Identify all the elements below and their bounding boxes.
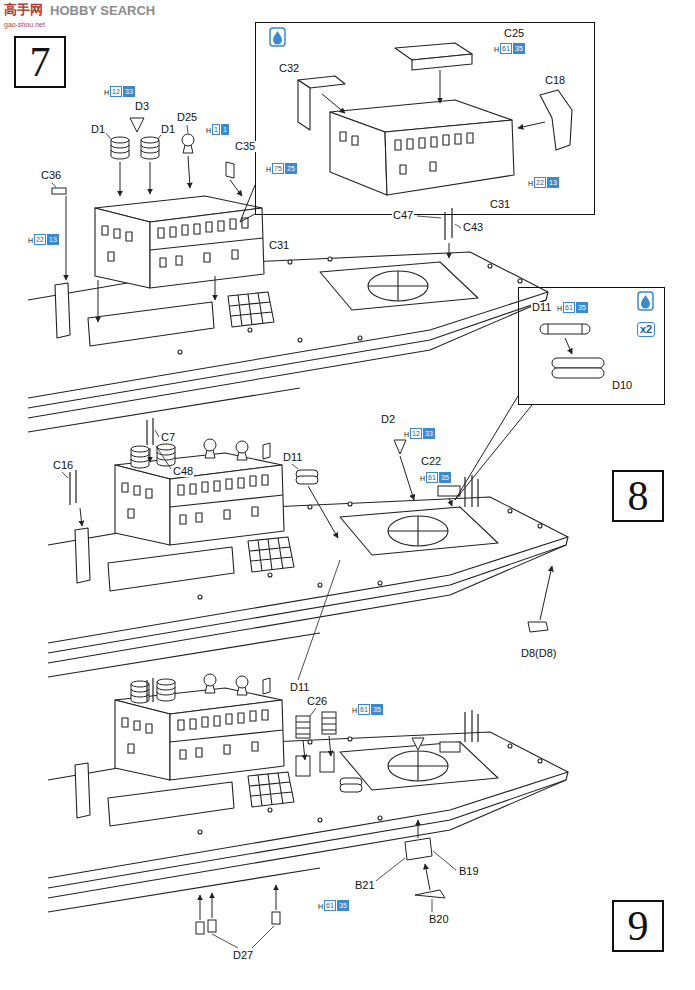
paint-code: 61 <box>500 43 512 54</box>
watermark: gao-shou.net <box>4 21 45 28</box>
watermark: HOBBY SEARCH <box>50 4 155 17</box>
paint-prefix: H <box>318 902 323 911</box>
quantity-mark: x2 <box>637 322 655 337</box>
part-label: C16 <box>52 460 74 471</box>
part-label: C7 <box>160 432 176 443</box>
paint-code: 33 <box>423 428 435 439</box>
paint-code: 22 <box>534 177 546 188</box>
paint-prefix: H <box>420 474 425 483</box>
paint-code: 35 <box>576 302 588 313</box>
part-label: D11 <box>289 682 310 693</box>
part-label: D1 <box>90 124 106 135</box>
step-box: 8 <box>612 470 664 522</box>
detail-inset: C25H6135C32H7525C18H2213C31 <box>255 22 595 215</box>
paint-prefix: H <box>494 45 499 54</box>
paint-code: 1 <box>221 124 229 135</box>
part-label: D3 <box>134 101 150 112</box>
part-label: C25 <box>503 28 525 39</box>
paint-code: 35 <box>439 472 451 483</box>
paint-code: 61 <box>324 900 336 911</box>
part-label: C18 <box>544 75 566 86</box>
paint-code: 35 <box>337 900 349 911</box>
part-label: C31 <box>489 199 511 210</box>
paint-code: 13 <box>47 234 59 245</box>
part-label: D10 <box>611 380 633 391</box>
paint-code: 35 <box>513 43 525 54</box>
paint-prefix: H <box>104 88 109 97</box>
part-label: D8(D8) <box>520 648 557 659</box>
part-label: D27 <box>232 950 254 961</box>
part-label: B20 <box>428 914 450 925</box>
part-label: B19 <box>458 866 480 877</box>
part-label: D1 <box>160 124 176 135</box>
paint-code: 33 <box>123 86 135 97</box>
paint-prefix: H <box>528 179 533 188</box>
part-label: B21 <box>354 880 376 891</box>
part-label: C47 <box>392 210 414 221</box>
part-label: C26 <box>306 696 328 707</box>
paint-code: 13 <box>547 177 559 188</box>
paint-code: 75 <box>272 163 284 174</box>
paint-prefix: H <box>557 304 562 313</box>
paint-prefix: H <box>28 236 33 245</box>
part-label: D2 <box>380 414 396 425</box>
paint-code: 61 <box>426 472 438 483</box>
part-label: D11 <box>282 452 303 463</box>
paint-prefix: H <box>206 126 211 135</box>
paint-code: 25 <box>285 163 297 174</box>
detail-inset: D11 H6135 x2D10 <box>518 287 665 405</box>
part-label: C43 <box>462 222 484 233</box>
paint-code: 22 <box>34 234 46 245</box>
part-label: C48 <box>172 466 194 477</box>
step-box: 7 <box>14 36 66 88</box>
part-label: C35 <box>234 141 256 152</box>
paint-code: 1 <box>212 124 220 135</box>
step-number: 7 <box>30 41 51 83</box>
part-label: C31 <box>268 240 290 251</box>
paint-code: 61 <box>358 704 370 715</box>
paint-code: 35 <box>371 704 383 715</box>
part-label: D11 <box>531 302 552 313</box>
part-label: C22 <box>420 456 442 467</box>
part-label: C36 <box>40 170 62 181</box>
paint-code: 12 <box>410 428 422 439</box>
watermark: 高手网 <box>4 3 43 16</box>
step-number: 9 <box>628 905 649 947</box>
part-label: C32 <box>278 63 300 74</box>
paint-prefix: H <box>352 706 357 715</box>
step-box: 9 <box>612 900 664 952</box>
paint-prefix: H <box>266 165 271 174</box>
step-number: 8 <box>628 475 649 517</box>
part-label: D25 <box>176 112 198 123</box>
paint-code: 12 <box>110 86 122 97</box>
paint-prefix: H <box>404 430 409 439</box>
paint-code: 61 <box>563 302 575 313</box>
